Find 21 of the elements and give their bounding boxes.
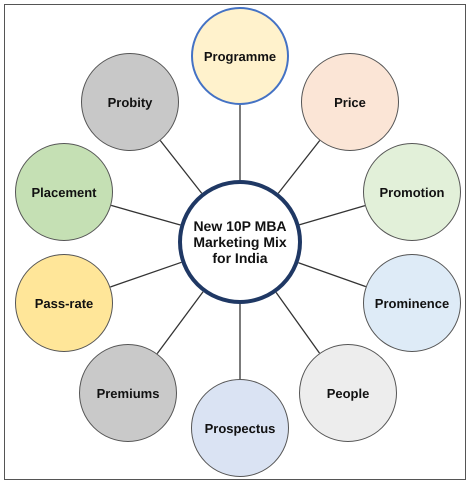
connector-line	[239, 105, 241, 180]
connector-line	[276, 292, 320, 354]
node-label: New 10P MBA Marketing Mix for India	[192, 218, 288, 266]
node-label: Prospectus	[204, 420, 276, 436]
node-label: Price	[334, 94, 366, 110]
node-label: Premiums	[96, 386, 160, 400]
node-label: Prominence	[374, 296, 450, 310]
node-label: Pass-rate	[34, 296, 94, 310]
connector-line	[156, 291, 204, 354]
connector-line	[160, 140, 202, 194]
node-label: People	[326, 386, 370, 400]
connector-line	[110, 262, 182, 288]
node-label: Programme	[204, 48, 276, 64]
connector-line	[298, 262, 366, 288]
connector-line	[239, 304, 241, 379]
connector-line	[278, 140, 320, 194]
node-label: Probity	[108, 94, 152, 110]
node-label: Promotion	[380, 184, 444, 200]
node-label: Placement	[31, 184, 97, 200]
connector-line	[110, 204, 181, 226]
connector-line	[299, 205, 366, 226]
